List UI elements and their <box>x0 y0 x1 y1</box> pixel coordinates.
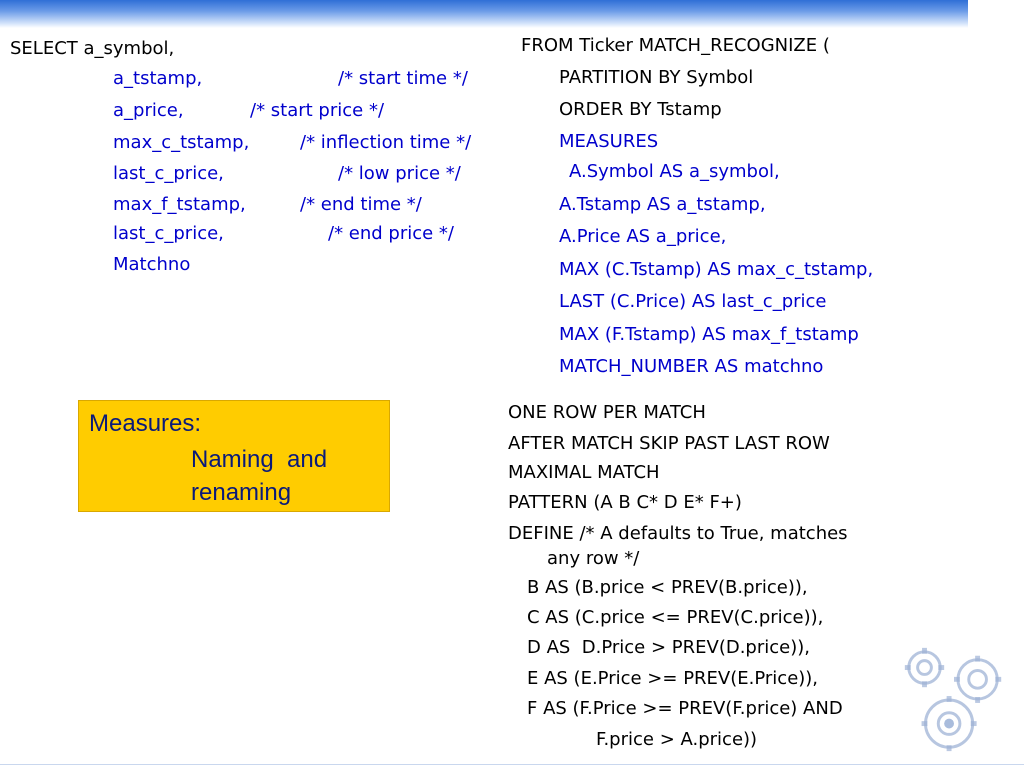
rule-line: E AS (E.Price >= PREV(E.Price)), <box>527 668 819 689</box>
select-field: a_tstamp, <box>113 68 203 89</box>
rule-line: MAXIMAL MATCH <box>508 462 660 483</box>
select-comment: /* start time */ <box>338 68 468 89</box>
rule-line: ONE ROW PER MATCH <box>508 402 706 423</box>
callout-line: Naming and <box>191 446 328 473</box>
select-comment: /* low price */ <box>338 163 461 184</box>
select-field: a_price, <box>113 100 184 121</box>
measure-item: MAX (C.Tstamp) AS max_c_tstamp, <box>559 259 874 280</box>
select-field: last_c_price, <box>113 163 224 184</box>
callout-box: Measures: Naming and renaming <box>78 400 390 512</box>
rule-line: AFTER MATCH SKIP PAST LAST ROW <box>508 433 830 454</box>
order-clause: ORDER BY Tstamp <box>559 99 722 120</box>
measure-item: MAX (F.Tstamp) AS max_f_tstamp <box>559 324 859 345</box>
select-field: last_c_price, <box>113 223 224 244</box>
select-comment: /* end price */ <box>328 223 454 244</box>
rule-line: F.price > A.price)) <box>596 729 758 750</box>
select-comment: /* inflection time */ <box>300 132 472 153</box>
rule-line: C AS (C.price <= PREV(C.price)), <box>527 607 824 628</box>
measure-item: A.Symbol AS a_symbol, <box>569 161 780 182</box>
header-bar <box>0 0 968 28</box>
rule-line: D AS D.Price > PREV(D.price)), <box>527 637 810 658</box>
rule-line: any row */ <box>547 548 640 569</box>
gear-logo-icon <box>904 647 1002 752</box>
select-field: max_f_tstamp, <box>113 194 246 215</box>
select-head: SELECT a_symbol, <box>10 38 175 59</box>
measure-item: LAST (C.Price) AS last_c_price <box>559 291 827 312</box>
select-field: max_c_tstamp, <box>113 132 250 153</box>
measure-item: A.Price AS a_price, <box>559 226 727 247</box>
rule-line: DEFINE /* A defaults to True, matches <box>508 523 848 544</box>
rule-line: PATTERN (A B C* D E* F+) <box>508 492 742 513</box>
callout-title: Measures: <box>89 410 202 437</box>
callout-line: renaming <box>191 479 292 506</box>
select-comment: /* start price */ <box>250 100 385 121</box>
select-field: Matchno <box>113 254 191 275</box>
rule-line: B AS (B.price < PREV(B.price)), <box>527 577 808 598</box>
rule-line: F AS (F.Price >= PREV(F.price) AND <box>527 698 843 719</box>
from-head: FROM Ticker MATCH_RECOGNIZE ( <box>521 35 830 56</box>
select-comment: /* end time */ <box>300 194 422 215</box>
measures-head: MEASURES <box>559 131 659 152</box>
footer-divider <box>0 764 1024 765</box>
measure-item: MATCH_NUMBER AS matchno <box>559 356 824 377</box>
partition-clause: PARTITION BY Symbol <box>559 67 754 88</box>
measure-item: A.Tstamp AS a_tstamp, <box>559 194 766 215</box>
